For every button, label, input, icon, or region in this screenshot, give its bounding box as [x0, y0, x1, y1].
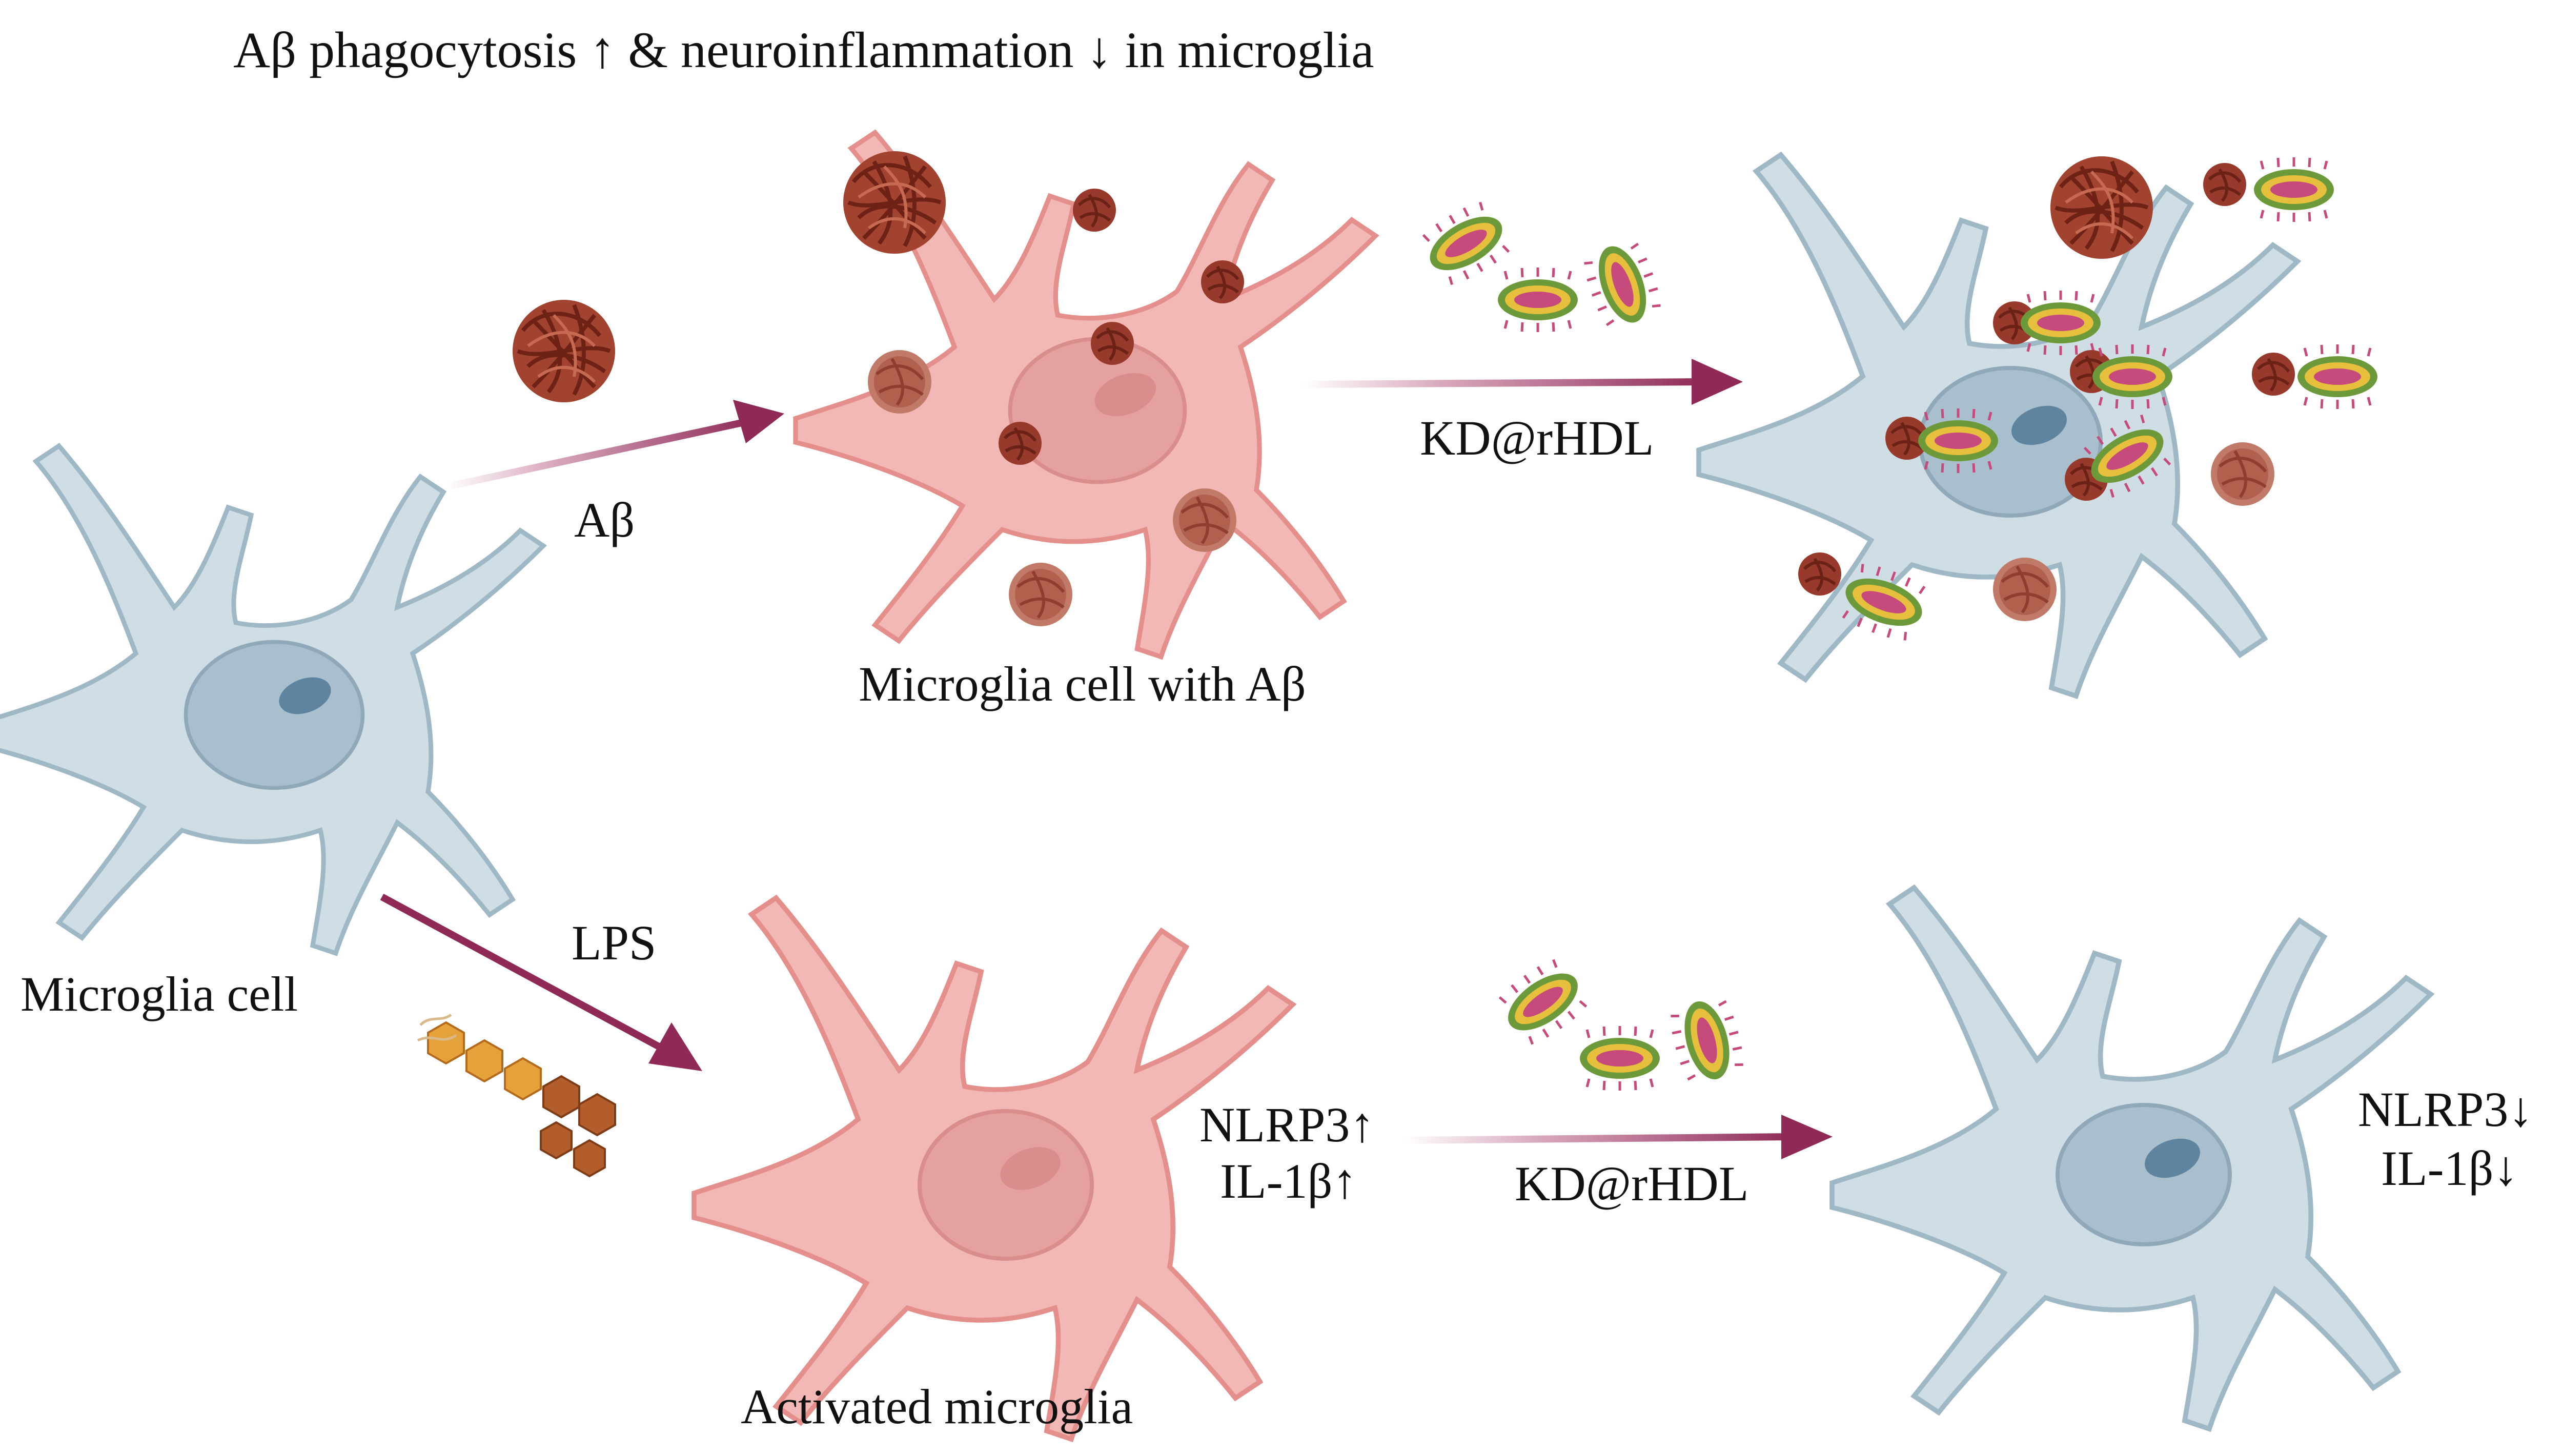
abeta-fuzzy-icon — [1173, 488, 1236, 552]
activated-microglia-cell — [694, 898, 1293, 1439]
rhdl-nanoparticle-icon — [1578, 236, 1666, 333]
diagram-title: Aβ phagocytosis ↑ & neuroinflammation ↓ … — [233, 22, 1374, 78]
abeta-fuzzy-icon — [868, 350, 931, 414]
abeta-aggregate-icon — [843, 151, 946, 254]
activated-microglia-abeta-cell — [796, 133, 1376, 657]
microglia-cell-label: Microglia cell — [21, 967, 298, 1021]
treated-resting-microglia-cell — [1832, 888, 2431, 1429]
il1b-down-label: IL-1β↓ — [2381, 1141, 2518, 1196]
nlrp3-up-label: NLRP3↑ — [1199, 1097, 1375, 1152]
abeta-particle-icon — [999, 422, 1042, 465]
rhdl-nanoparticle-icon — [1665, 993, 1748, 1087]
abeta-fuzzy-icon — [1993, 558, 2057, 621]
rhdl-nanoparticle-icon — [1580, 1026, 1660, 1091]
abeta-particle-icon — [2203, 163, 2246, 206]
rhdl-nanoparticle-icon — [1492, 953, 1594, 1052]
lps-molecule-icon — [417, 1013, 616, 1178]
microglia-with-abeta-label: Microglia cell with Aβ — [859, 657, 1306, 711]
nlrp3-down-label: NLRP3↓ — [2358, 1082, 2533, 1137]
kd-rhdl-label-bottom: KD@rHDL — [1515, 1156, 1749, 1211]
abeta-particle-icon — [2252, 353, 2295, 396]
abeta-label: Aβ — [574, 493, 635, 547]
abeta-arrow — [445, 400, 784, 490]
rhdl-nanoparticle-icon — [2297, 344, 2377, 409]
kd-rhdl-arrow-bottom — [1404, 1115, 1833, 1159]
kd-rhdl-label-top: KD@rHDL — [1420, 411, 1654, 465]
abeta-particle-icon — [1201, 260, 1244, 303]
activated-microglia-label: Activated microglia — [741, 1379, 1133, 1434]
treated-microglia-abeta-cell — [1699, 155, 2297, 696]
abeta-fuzzy-icon — [2211, 442, 2274, 506]
resting-microglia-cell — [0, 446, 543, 953]
abeta-particle-icon — [1073, 189, 1116, 232]
kd-rhdl-arrow-top — [1301, 359, 1743, 405]
abeta-fuzzy-icon — [1009, 563, 1072, 626]
lps-arrow — [380, 893, 702, 1071]
abeta-aggregate-icon — [2050, 156, 2153, 259]
rhdl-nanoparticle-icon — [1498, 268, 1578, 332]
abeta-aggregate-icon — [513, 300, 615, 402]
abeta-particle-icon — [1798, 552, 1841, 596]
rhdl-nanoparticle-icon — [1415, 195, 1517, 291]
lps-label: LPS — [572, 915, 657, 970]
il1b-up-label: IL-1β↑ — [1220, 1154, 1357, 1208]
abeta-particle-icon — [1091, 322, 1134, 365]
rhdl-nanoparticle-icon — [2254, 157, 2334, 222]
